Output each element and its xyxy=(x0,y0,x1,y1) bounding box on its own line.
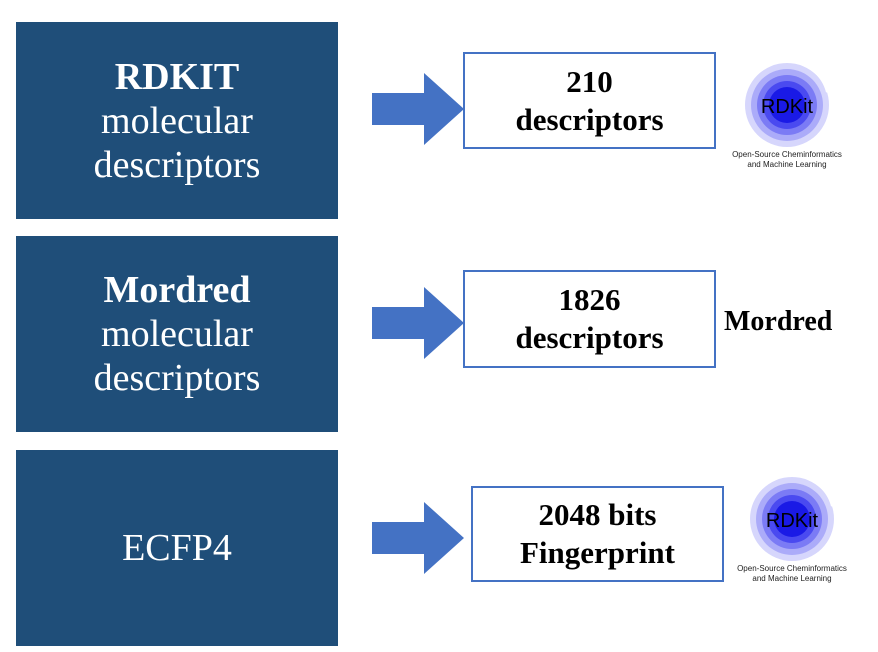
mordred-subtitle-line3: descriptors xyxy=(93,357,261,399)
right-arrow-icon xyxy=(372,73,464,145)
rdkit-logo-caption-line1: Open-Source Cheminformatics xyxy=(732,150,842,159)
ecfp4-output-bits: 2048 bits xyxy=(538,497,657,532)
rdkit-logo-caption-line1: Open-Source Cheminformatics xyxy=(737,564,847,573)
rdkit-output-count: 210 xyxy=(566,63,613,99)
rdkit-subtitle-line3: descriptors xyxy=(93,143,261,186)
mordred-label: Mordred xyxy=(724,306,833,337)
mordred-output-box: 1826 descriptors xyxy=(463,270,716,368)
rdkit-logo: RDKit Open-Source Cheminformatics and Ma… xyxy=(731,62,843,170)
rdkit-logo-text: RDKit xyxy=(761,96,814,118)
rdkit-logo-caption-line2: and Machine Learning xyxy=(747,160,827,169)
ecfp4-box: ECFP4 xyxy=(16,450,338,646)
rdkit-title: RDKIT xyxy=(114,55,240,98)
rdkit-logo-text: RDKit xyxy=(766,510,819,532)
rdkit-output-box: 210 descriptors xyxy=(463,52,716,149)
rdkit-output-label: descriptors xyxy=(515,101,664,137)
mordred-descriptors-box: Mordred molecular descriptors xyxy=(16,236,338,432)
ecfp4-output-label: Fingerprint xyxy=(520,535,675,570)
mordred-output-label: descriptors xyxy=(515,320,664,355)
mordred-output-count: 1826 xyxy=(558,282,621,317)
rdkit-descriptors-box: RDKIT molecular descriptors xyxy=(16,22,338,219)
ecfp4-output-box: 2048 bits Fingerprint xyxy=(471,486,724,582)
mordred-title: Mordred xyxy=(103,269,251,311)
rdkit-logo-icon: RDKit xyxy=(750,477,835,561)
rdkit-logo-icon: RDKit xyxy=(745,63,830,147)
ecfp4-title: ECFP4 xyxy=(122,527,232,569)
rdkit-subtitle-line2: molecular xyxy=(101,99,253,142)
rdkit-logo-caption-line2: and Machine Learning xyxy=(752,574,832,583)
rdkit-logo: RDKit Open-Source Cheminformatics and Ma… xyxy=(736,476,848,584)
right-arrow-icon xyxy=(372,502,464,574)
right-arrow-icon xyxy=(372,287,464,359)
mordred-subtitle-line2: molecular xyxy=(101,313,253,355)
